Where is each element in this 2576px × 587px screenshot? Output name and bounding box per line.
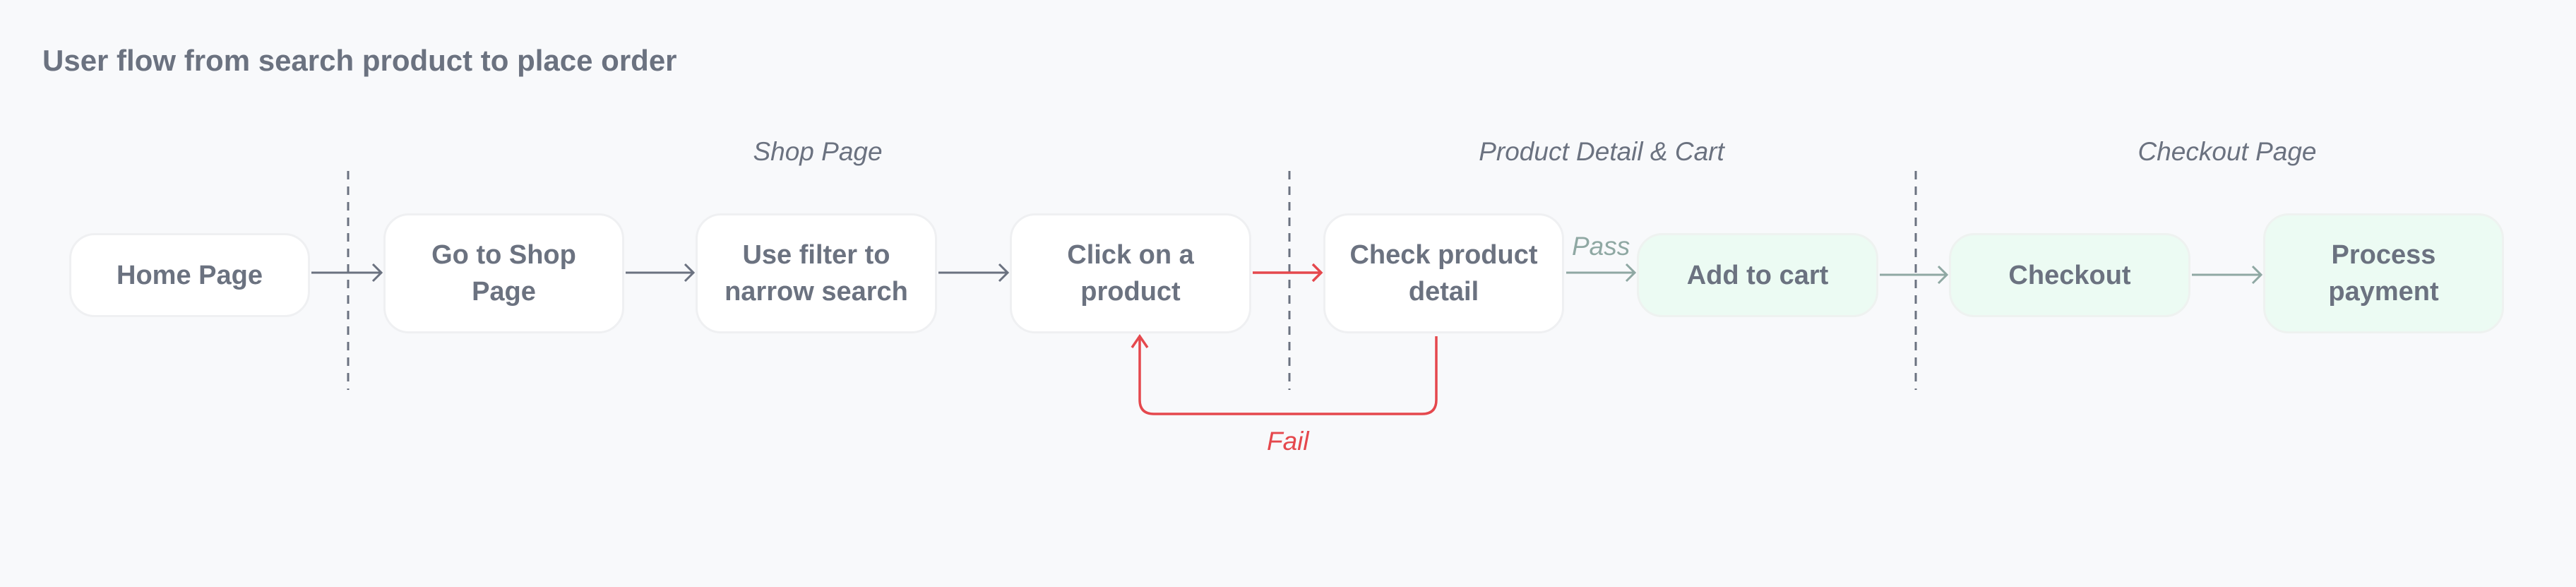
section-label-shop-page: Shop Page bbox=[753, 137, 883, 166]
arrow-click-to-check bbox=[1253, 263, 1323, 283]
arrow-cart-to-checkout bbox=[1880, 265, 1949, 285]
step-go-to-shop-page[interactable]: Go to Shop Page bbox=[383, 213, 624, 333]
step-use-filter[interactable]: Use filter to narrow search bbox=[696, 213, 937, 333]
arrow-check-to-cart bbox=[1566, 263, 1637, 283]
section-label-checkout-page: Checkout Page bbox=[2137, 137, 2317, 166]
arrow-home-to-shop bbox=[311, 263, 383, 283]
fail-loop-arrow bbox=[1131, 333, 1438, 415]
pass-label: Pass bbox=[1572, 232, 1630, 261]
arrow-shop-to-filter bbox=[626, 263, 696, 283]
step-click-product[interactable]: Click on a product bbox=[1010, 213, 1251, 333]
section-label-product-detail-cart: Product Detail & Cart bbox=[1479, 137, 1724, 166]
fail-label: Fail bbox=[1267, 427, 1309, 456]
arrow-filter-to-click bbox=[938, 263, 1010, 283]
diagram-title: User flow from search product to place o… bbox=[42, 44, 677, 77]
step-home-page[interactable]: Home Page bbox=[69, 233, 310, 317]
arrow-checkout-to-payment bbox=[2192, 265, 2263, 285]
step-process-payment[interactable]: Process payment bbox=[2263, 213, 2504, 333]
step-add-to-cart[interactable]: Add to cart bbox=[1637, 233, 1878, 317]
step-check-product-detail[interactable]: Check product detail bbox=[1323, 213, 1564, 333]
step-checkout[interactable]: Checkout bbox=[1949, 233, 2190, 317]
